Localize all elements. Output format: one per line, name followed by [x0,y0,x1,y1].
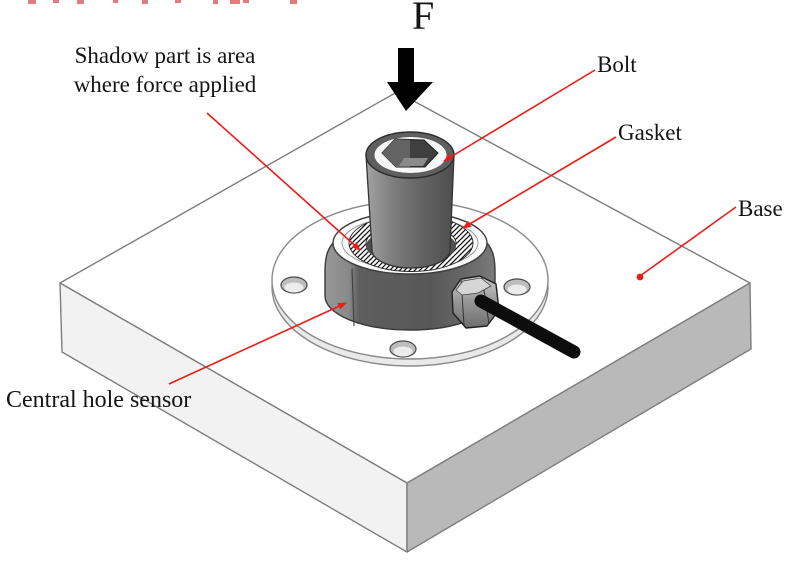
label-bolt: Bolt [597,52,637,77]
leader-gasket [462,136,617,229]
label-central-hole-sensor: Central hole sensor [6,387,192,413]
label-shadow-line2: where force applied [73,71,257,97]
flange-hole-right [503,278,531,296]
sensor-wall-seam [351,268,355,327]
base-right-face [406,282,752,553]
cable [474,294,581,359]
label-gasket: Gasket [618,120,682,145]
leader-sensor [168,302,347,385]
leader-lines [168,69,737,385]
label-force: F [412,0,435,38]
flange-hole-left [280,276,308,294]
label-shadow-area: Shadow part is area where force applied [56,42,274,100]
leader-bolt [443,69,596,162]
label-base: Base [738,196,783,221]
force-arrow-icon [387,48,433,111]
flange-hole-bottom [389,340,417,358]
leader-base-dot [636,273,644,281]
bolt [365,131,455,269]
leader-shadow [206,112,361,251]
cable-gland-top-face [455,277,492,296]
hex-socket-floor [399,158,428,166]
leader-base [639,206,737,277]
label-shadow-line1: Shadow part is area [74,43,256,68]
clipped-red-caption-fragments [28,0,297,4]
